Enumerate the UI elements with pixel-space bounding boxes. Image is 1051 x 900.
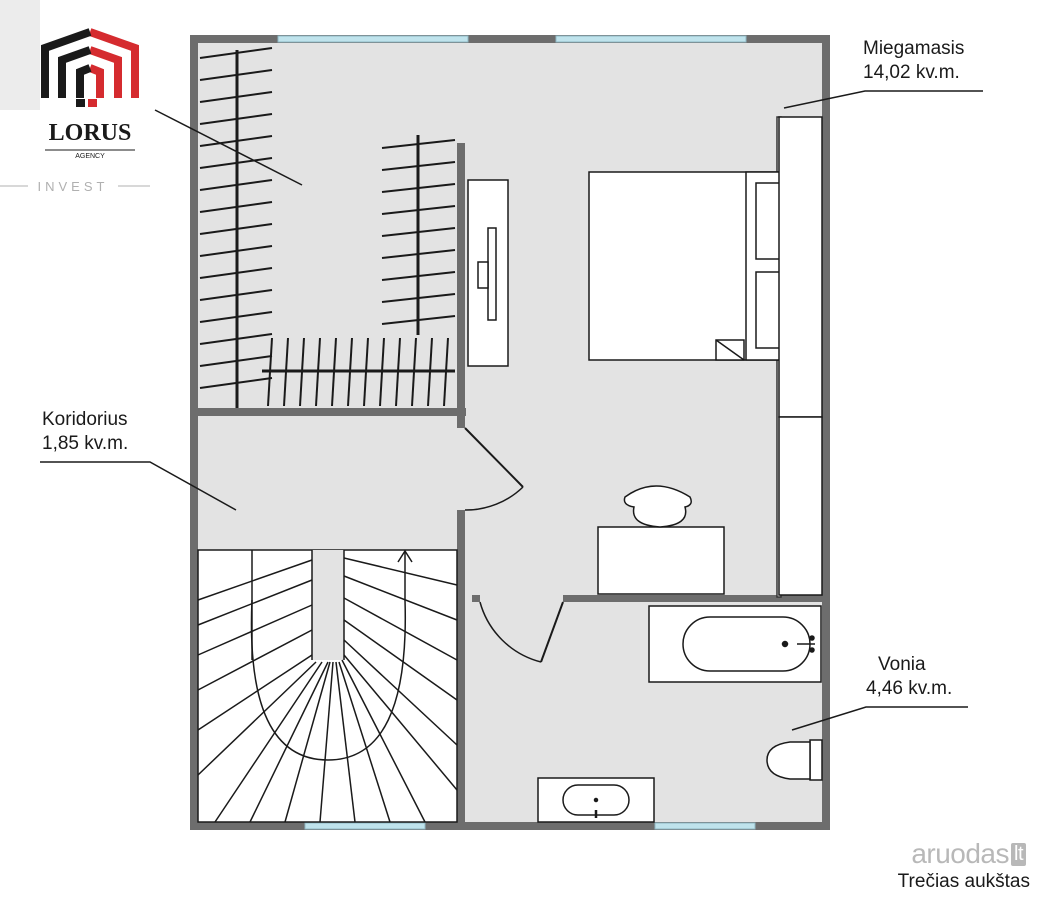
bathroom-area: 4,46 kv.m.	[866, 678, 953, 699]
lorus-logo: LORUS AGENCY INVEST	[0, 0, 150, 194]
corridor-area: 1,85 kv.m.	[42, 433, 129, 454]
logo-agency: AGENCY	[75, 153, 105, 160]
bathroom-name: Vonia	[878, 654, 926, 675]
staircase	[197, 549, 458, 823]
toilet	[766, 739, 823, 781]
bathroom-label: Vonia 4,46 kv.m.	[866, 653, 952, 701]
outer-walls	[190, 35, 830, 830]
wardrobe-rack-left	[199, 47, 273, 408]
corridor-label: Koridorius 1,85 kv.m.	[42, 408, 128, 456]
logo-ghost	[0, 0, 40, 110]
bedroom-door	[464, 427, 524, 511]
corridor-name: Koridorius	[42, 409, 128, 430]
logo-tagline: INVEST	[38, 179, 109, 194]
tv-cabinet	[467, 179, 509, 367]
logo-brand: LORUS	[49, 120, 132, 146]
bathroom-door	[479, 601, 564, 663]
bed	[588, 171, 799, 361]
bedroom-label: Miegamasis 14,02 kv.m.	[863, 37, 964, 85]
watermark-text: aruodas	[911, 838, 1009, 869]
leader-lines	[40, 90, 983, 731]
bathtub	[648, 605, 822, 683]
wardrobe-rack-bottom	[262, 337, 455, 407]
bedroom-name: Miegamasis	[863, 38, 965, 59]
bedroom-area: 14,02 kv.m.	[863, 62, 960, 83]
bedroom-wardrobe	[778, 116, 823, 596]
vanity-table	[597, 485, 725, 595]
sink	[537, 777, 655, 823]
logo-mark	[40, 22, 140, 107]
wardrobe-rack-middle	[381, 135, 456, 335]
floor-title: Trečias aukštas	[897, 871, 1030, 892]
windows	[277, 35, 756, 830]
watermark-suffix: lt	[1011, 843, 1026, 866]
